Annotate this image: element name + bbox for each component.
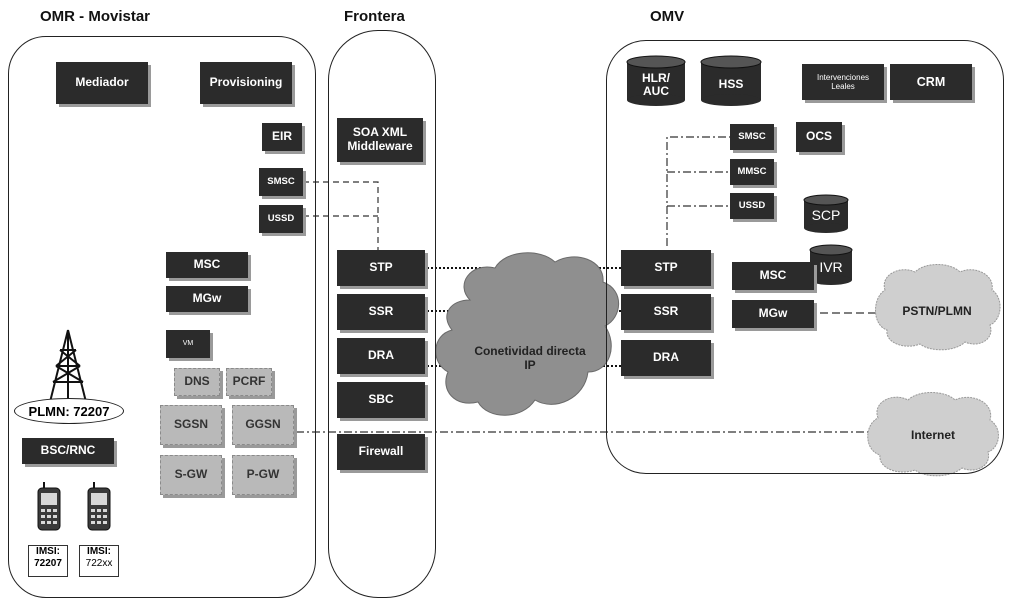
ocs-box: OCS xyxy=(796,122,842,152)
ivr-cylinder-shape xyxy=(809,244,853,285)
omr-title: OMR - Movistar xyxy=(40,8,151,25)
omv-smsc-box: SMSC xyxy=(730,124,774,150)
soa-line2: Middleware xyxy=(347,139,413,153)
cloud-line1: Conetividad directa xyxy=(474,344,586,358)
central-cloud-shape xyxy=(435,252,619,416)
frontera-dra-box: DRA xyxy=(337,338,425,374)
internet-cloud-shape xyxy=(867,392,999,477)
phone-icon xyxy=(37,482,61,531)
omr-smsc-box: SMSC xyxy=(259,168,303,196)
imsi-label-1: IMSI: 72207 xyxy=(28,545,68,577)
hlr-auc-label: HLR/ AUC xyxy=(627,66,685,104)
bsc-rnc-box: BSC/RNC xyxy=(22,438,114,464)
frontera-title: Frontera xyxy=(344,8,405,25)
ggsn-box: GGSN xyxy=(232,405,294,445)
phone-icon xyxy=(87,482,111,531)
omv-ssr-box: SSR xyxy=(621,294,711,330)
scp-label: SCP xyxy=(811,207,841,224)
eir-box: EIR xyxy=(262,123,302,151)
central-cloud-label: Conetividad directa IP xyxy=(450,338,610,378)
omr-msc-box: MSC xyxy=(166,252,248,278)
hlr-line2: AUC xyxy=(643,84,669,98)
omv-stp-box: STP xyxy=(621,250,711,286)
omv-ussd-box: USSD xyxy=(730,193,774,219)
imsi-2-label: IMSI: xyxy=(87,546,111,557)
frontera-sbc-box: SBC xyxy=(337,382,425,418)
omv-title: OMV xyxy=(650,8,685,25)
omr-ussd-box: USSD xyxy=(259,205,303,233)
hss-cylinder-shape xyxy=(700,55,762,106)
pgw-box: P-GW xyxy=(232,455,294,495)
hlr-line1: HLR/ xyxy=(642,70,670,85)
vm-box: VM xyxy=(166,330,210,358)
cloud-line2: IP xyxy=(524,358,536,372)
soa-middleware-box: SOA XML Middleware xyxy=(337,118,423,162)
hss-label: HSS xyxy=(718,77,744,92)
scp-cylinder-shape xyxy=(803,194,849,233)
internet-label: Internet xyxy=(910,428,955,442)
provisioning-box: Provisioning xyxy=(200,62,292,104)
plmn-ellipse: PLMN: 72207 xyxy=(14,398,124,424)
dns-box: DNS xyxy=(174,368,220,396)
mediador-box: Mediador xyxy=(56,62,148,104)
soa-line1: SOA XML xyxy=(352,125,408,140)
sgw-box: S-GW xyxy=(160,455,222,495)
pstn-cloud-shape xyxy=(875,264,1001,351)
hlr-cylinder-shape xyxy=(626,55,686,106)
imsi-1-value: 72207 xyxy=(34,557,62,569)
interv-line1: Intervenciones xyxy=(816,72,870,82)
link-omv-bus xyxy=(666,136,730,246)
omv-msc-box: MSC xyxy=(732,262,814,290)
frontera-stp-box: STP xyxy=(337,250,425,286)
pstn-plmn-label: PSTN/PLMN xyxy=(902,304,972,318)
omv-dra-box: DRA xyxy=(621,340,711,376)
ivr-label: IVR xyxy=(819,259,843,276)
imsi-2-value: 722xx xyxy=(85,557,113,569)
interv-line2: Leales xyxy=(831,82,855,91)
omv-mgw-box: MGw xyxy=(732,300,814,328)
intervenciones-box: Intervenciones Leales xyxy=(802,64,884,100)
imsi-1-label: IMSI: xyxy=(36,546,60,557)
frontera-ssr-box: SSR xyxy=(337,294,425,330)
pcrf-box: PCRF xyxy=(226,368,272,396)
sgsn-box: SGSN xyxy=(160,405,222,445)
antenna-tower-icon xyxy=(49,329,87,403)
crm-box: CRM xyxy=(890,64,972,100)
imsi-label-2: IMSI: 722xx xyxy=(79,545,119,577)
omv-mmsc-box: MMSC xyxy=(730,159,774,185)
firewall-box: Firewall xyxy=(337,434,425,470)
omr-mgw-box: MGw xyxy=(166,286,248,312)
